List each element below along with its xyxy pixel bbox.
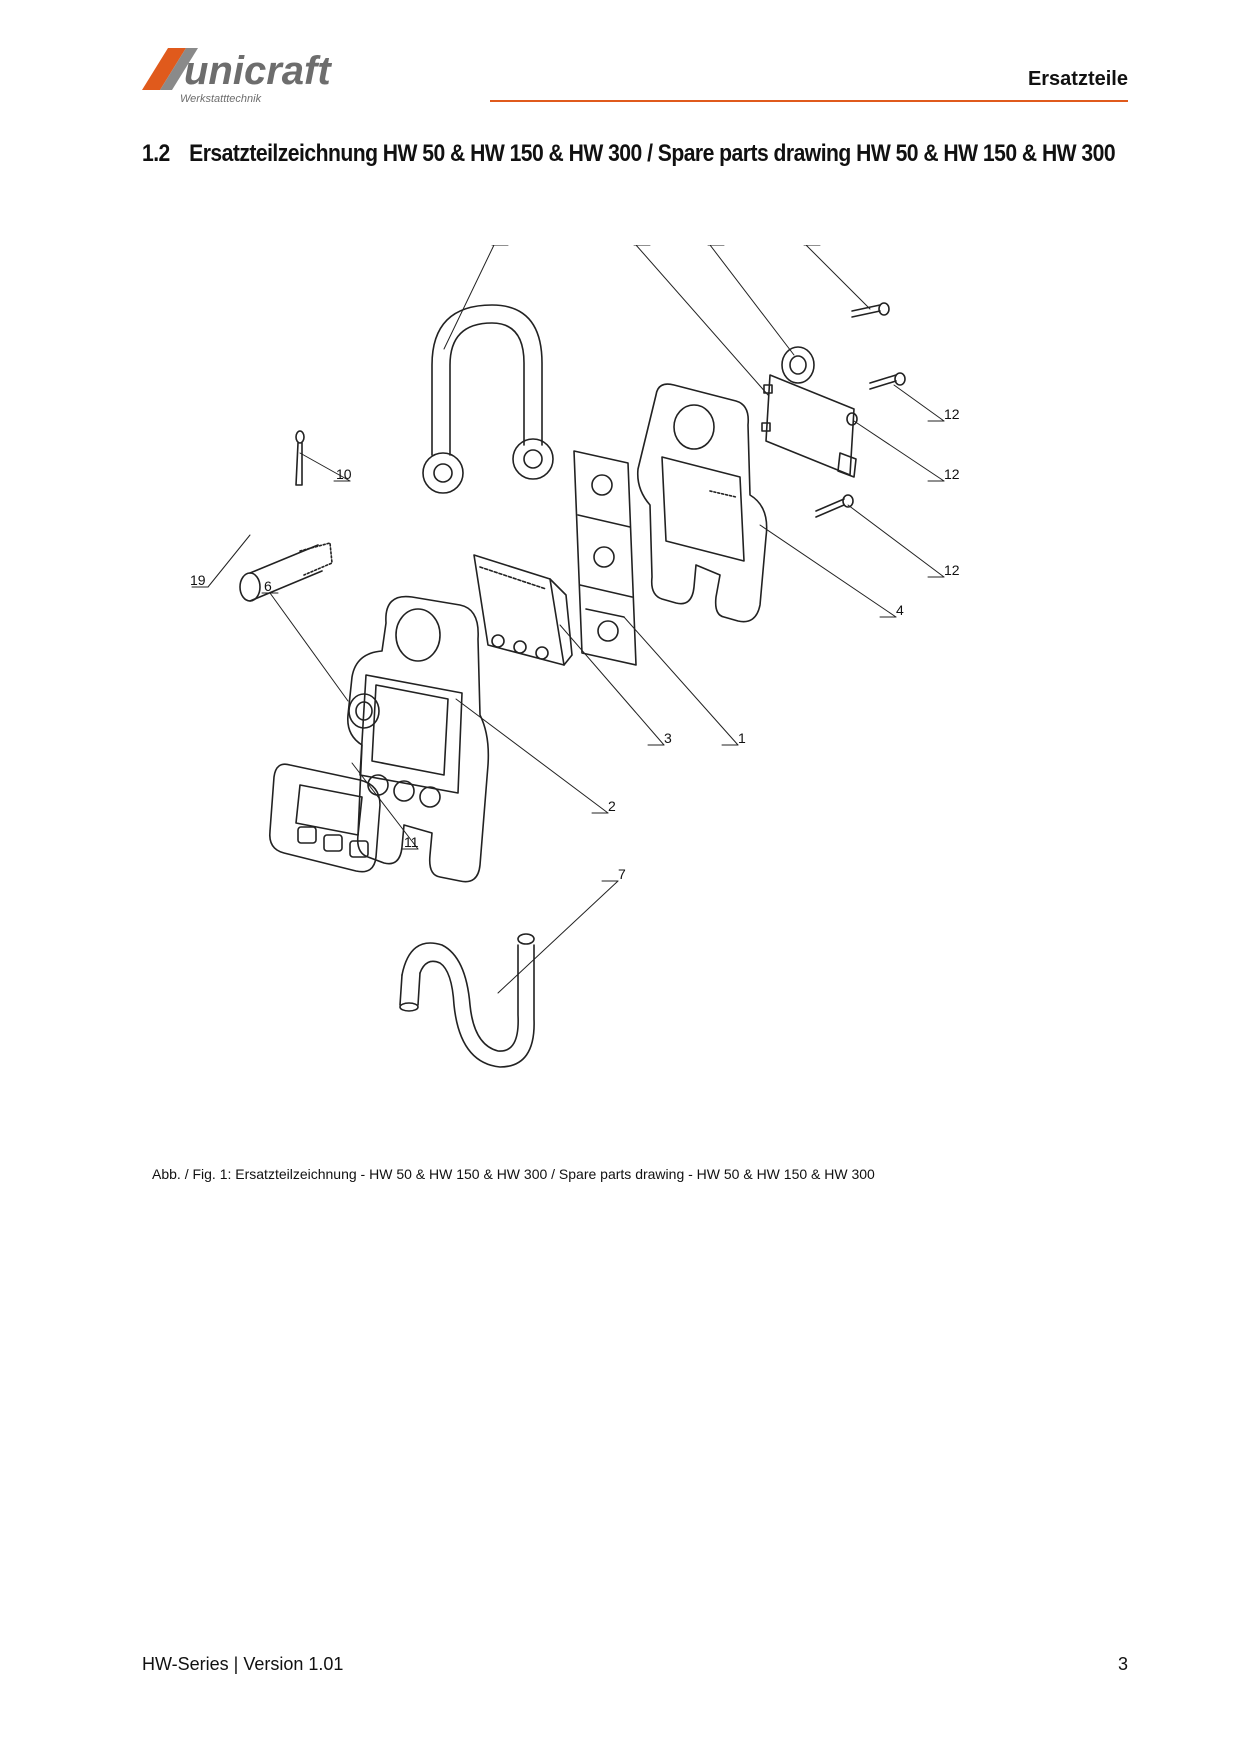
callout-3: 3 — [664, 730, 672, 746]
callout-12-top: 12 — [806, 245, 822, 246]
part-ring-right — [781, 346, 815, 384]
header-section-title: Ersatzteile — [1027, 68, 1128, 90]
part-shackle — [422, 304, 554, 494]
part-rear-housing — [636, 383, 768, 623]
logo-wordmark: unicraft — [184, 49, 332, 93]
callout-4: 4 — [896, 602, 904, 618]
figure-caption: Abb. / Fig. 1: Ersatzteilzeichnung - HW … — [152, 1166, 875, 1182]
leader-lines — [191, 245, 945, 994]
callout-11: 11 — [404, 834, 419, 850]
callout-8: 8 — [494, 245, 502, 246]
part-s-hook — [399, 933, 535, 1068]
section-number: 1.2 — [142, 140, 170, 167]
callout-7: 7 — [618, 866, 626, 882]
callout-12-third: 12 — [944, 466, 960, 482]
callout-6: 6 — [710, 245, 718, 246]
section-title: 1.2 Ersatzteilzeichnung HW 50 & HW 150 & … — [142, 140, 1116, 168]
callout-1: 1 — [738, 730, 746, 746]
footer-document-info: HW-Series | Version 1.01 — [142, 1654, 344, 1674]
footer-page-number: 3 — [1117, 1654, 1128, 1674]
unicraft-logo: unicraft Werkstatttechnik — [142, 48, 332, 105]
callout-12-second: 12 — [944, 406, 960, 422]
header-divider — [490, 100, 1128, 102]
callout-2: 2 — [608, 798, 616, 814]
callout-12-bottom: 12 — [944, 562, 960, 578]
part-bolt — [239, 542, 333, 602]
logo-tagline: Werkstatttechnik — [180, 93, 262, 105]
part-pcb — [473, 554, 573, 666]
part-battery-cover — [761, 374, 857, 478]
part-screws — [815, 302, 906, 518]
section-title-text: Ersatzteilzeichnung HW 50 & HW 150 & HW … — [189, 140, 1116, 167]
callout-6-left: 6 — [264, 578, 272, 594]
callout-5: 5 — [636, 245, 644, 246]
spare-parts-drawing: 8 5 6 12 12 12 12 10 19 6 4 3 1 2 11 7 — [190, 245, 960, 1068]
part-load-plate — [573, 450, 637, 666]
callout-19: 19 — [190, 572, 206, 588]
part-cotter-pin — [295, 430, 305, 486]
callout-10: 10 — [336, 466, 352, 482]
part-front-housing — [346, 595, 490, 883]
